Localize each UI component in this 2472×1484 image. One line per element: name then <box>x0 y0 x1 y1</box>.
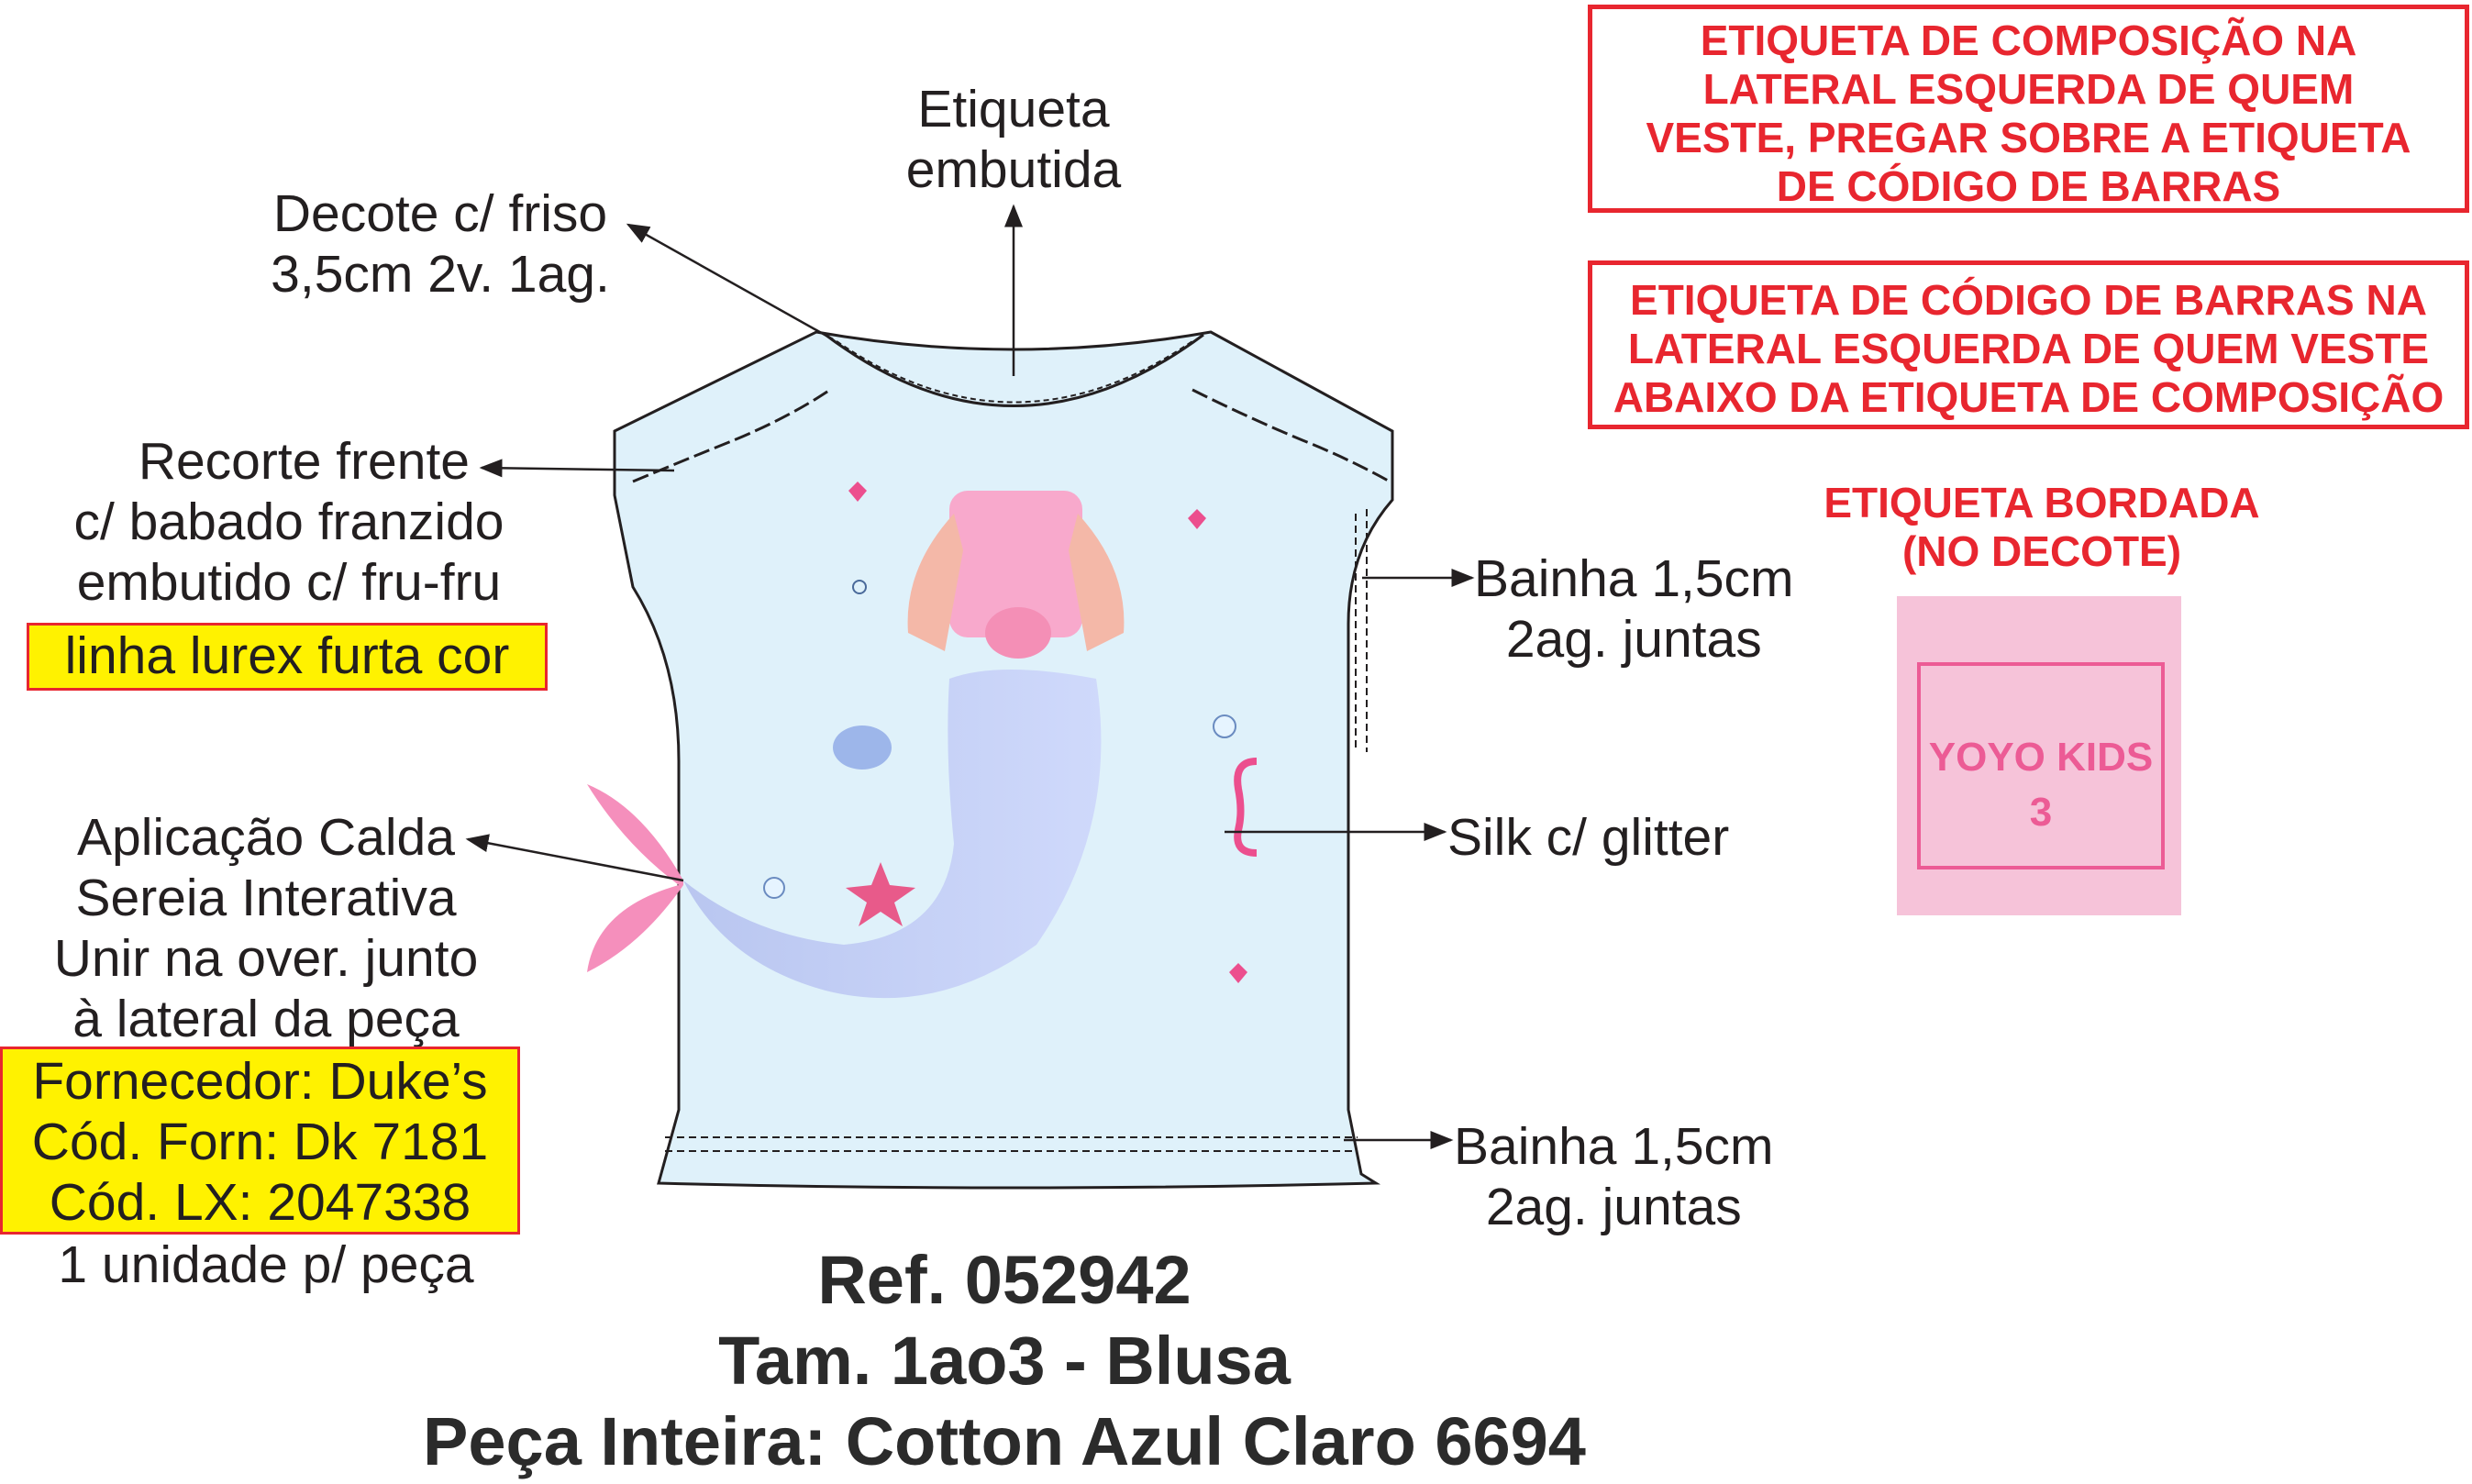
callout-line: embutido c/ fru-fru <box>76 553 502 612</box>
label-brand: YOYO KIDS <box>1928 735 2154 780</box>
callout-line: Bainha 1,5cm <box>1454 1117 1774 1176</box>
fabric-description: Peça Inteira: Cotton Azul Claro 6694 <box>423 1403 1586 1479</box>
supplier-box: Fornecedor: Duke’s Cód. Forn: Dk 7181 Có… <box>0 1047 520 1235</box>
note-line: LATERAL ESQUERDA DE QUEM VESTE <box>1627 325 2430 372</box>
lurex-note: linha lurex furta cor <box>27 623 548 691</box>
callout-line: embutida <box>905 140 1122 199</box>
callout-line: Aplicação Calda <box>77 808 455 867</box>
composition-label-note: ETIQUETA DE COMPOSIÇÃO NA LATERAL ESQUER… <box>1588 5 2469 213</box>
callout-line: Decote c/ friso <box>272 184 608 243</box>
label-size: 3 <box>2029 790 2053 835</box>
callout-bainha-barra: Bainha 1,5cm 2ag. juntas <box>1454 1116 1774 1237</box>
callout-line: Sereia Interativa <box>75 869 457 927</box>
tail-fin <box>587 784 683 972</box>
barcode-label-note: ETIQUETA DE CÓDIGO DE BARRAS NA LATERAL … <box>1588 260 2469 429</box>
callout-line: 3,5cm 2v. 1ag. <box>271 245 610 304</box>
callout-line: 2ag. juntas <box>1505 610 1762 669</box>
note-line: ABAIXO DA ETIQUETA DE COMPOSIÇÃO <box>1613 373 2444 421</box>
mermaid-tail <box>683 670 1102 999</box>
label-border: YOYO KIDS 3 <box>1917 662 2165 869</box>
note-line: ETIQUETA BORDADA <box>1824 479 2260 526</box>
seahorse <box>1234 758 1258 857</box>
embroidered-label-image: YOYO KIDS 3 <box>1897 596 2181 915</box>
mermaid-top <box>949 491 1082 637</box>
callout-line: Bainha 1,5cm <box>1474 549 1794 608</box>
ruffle-left <box>632 388 831 483</box>
fish <box>833 725 892 770</box>
callout-line: c/ babado franzido <box>73 493 504 551</box>
callout-line: Unir na over. junto <box>53 929 479 988</box>
callout-line: Recorte frente <box>138 432 470 491</box>
ruffle-right <box>1192 388 1391 483</box>
note-line: ETIQUETA DE CÓDIGO DE BARRAS NA <box>1630 276 2427 324</box>
note-line: (NO DECOTE) <box>1901 527 2182 575</box>
reference-code: Ref. 052942 <box>817 1242 1192 1318</box>
size-description: Tam. 1ao3 - Blusa <box>718 1323 1291 1399</box>
unit-note: 1 unidade p/ peça <box>58 1235 474 1294</box>
callout-line: Etiqueta <box>917 80 1110 138</box>
note-line: DE CÓDIGO DE BARRAS <box>1776 162 2281 210</box>
starfish <box>846 862 915 926</box>
note-line: ETIQUETA DE COMPOSIÇÃO NA <box>1700 17 2357 64</box>
callout-line: à lateral da peça <box>72 990 460 1048</box>
embroidered-label-title: ETIQUETA BORDADA (NO DECOTE) <box>1767 479 2317 576</box>
callout-bainha-manga: Bainha 1,5cm 2ag. juntas <box>1474 548 1794 670</box>
supplier-line: Cód. LX: 2047338 <box>49 1173 471 1232</box>
supplier-line: Cód. Forn: Dk 7181 <box>31 1113 489 1171</box>
note-line: VESTE, PREGAR SOBRE A ETIQUETA <box>1646 114 2411 161</box>
callout-recorte: Recorte frente c/ babado franzido embuti… <box>28 431 550 613</box>
callout-etiqueta: Etiqueta embutida <box>830 79 1197 200</box>
callout-decote: Decote c/ friso 3,5cm 2v. 1ag. <box>211 183 670 305</box>
callout-aplicacao: Aplicação Calda Sereia Interativa Unir n… <box>18 807 514 1049</box>
neckline <box>825 333 1204 407</box>
note-line: LATERAL ESQUERDA DE QUEM <box>1702 65 2355 113</box>
supplier-line: Fornecedor: Duke’s <box>32 1052 488 1111</box>
callout-line: 2ag. juntas <box>1485 1178 1742 1236</box>
callout-silk: Silk c/ glitter <box>1447 808 1730 867</box>
